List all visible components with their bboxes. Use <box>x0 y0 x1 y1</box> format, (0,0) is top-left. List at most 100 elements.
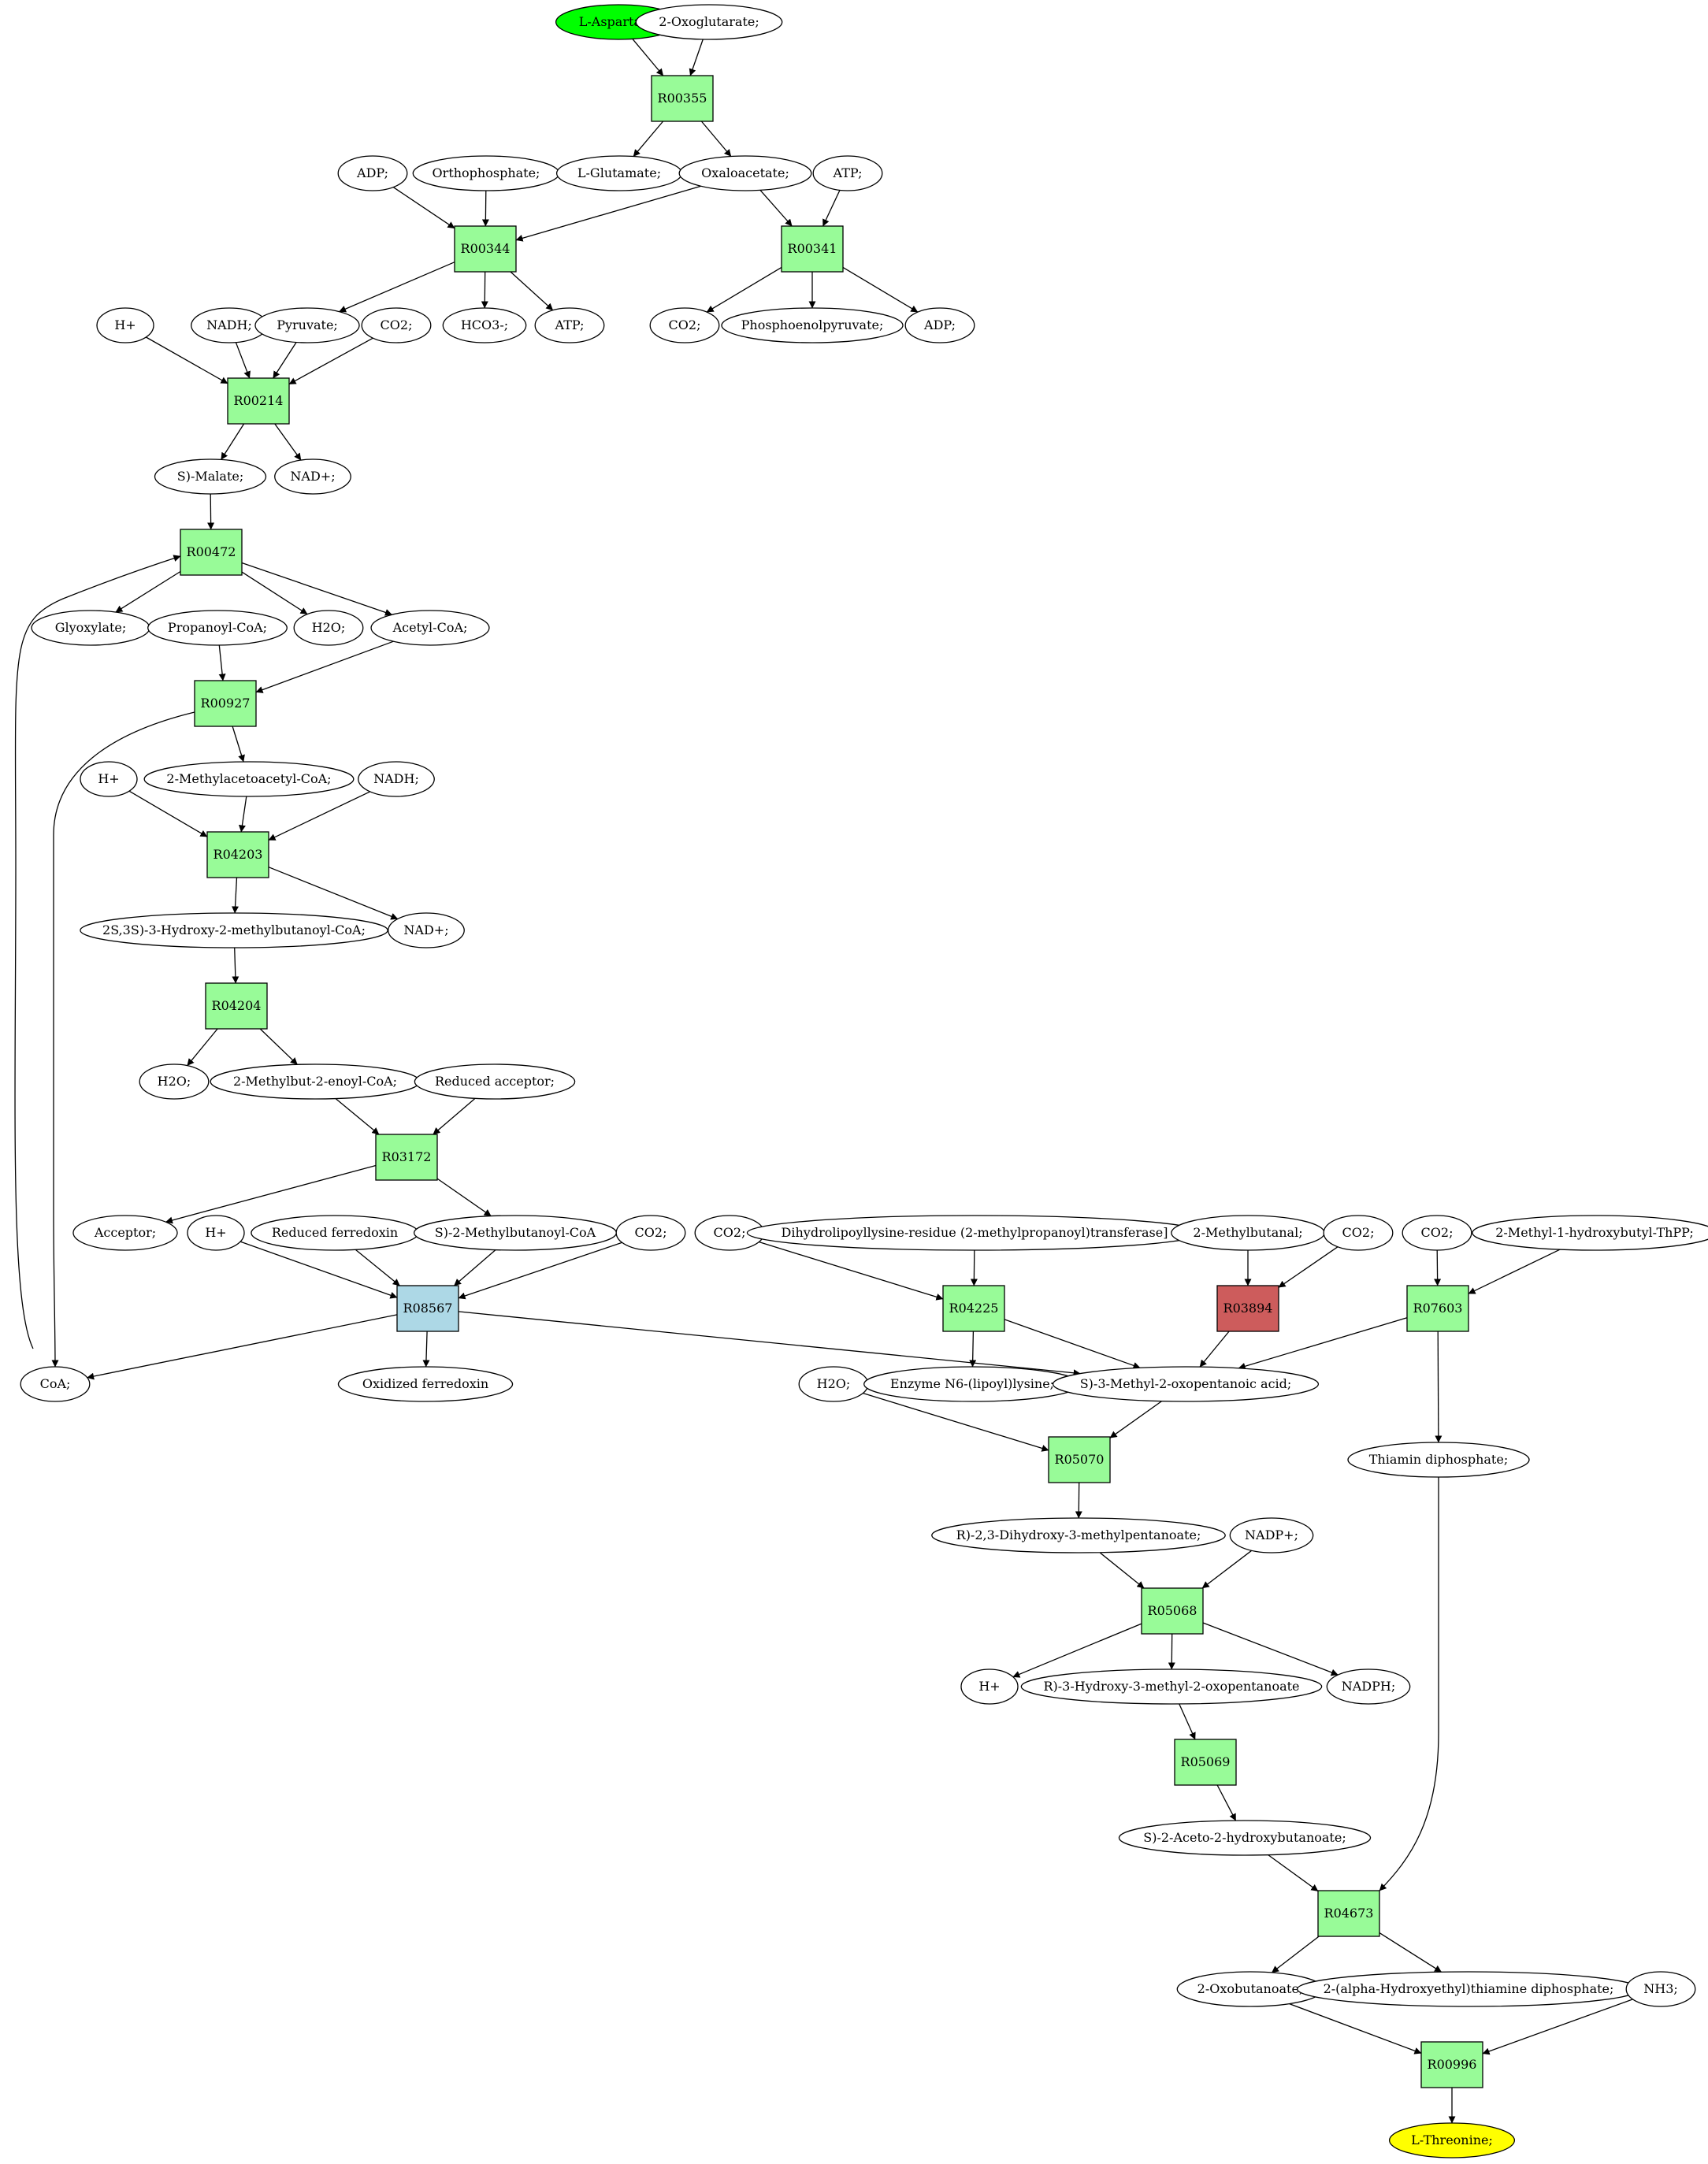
edge-arrow <box>822 190 841 227</box>
compound-ellipse <box>1118 1820 1372 1856</box>
compound-ellipse <box>1323 1215 1394 1251</box>
compound-ellipse <box>96 307 154 343</box>
edge-arrow <box>458 1311 1081 1377</box>
edge-arrow <box>51 711 195 1368</box>
edge-arrow <box>241 571 308 615</box>
compound-node-c-sahb: S)-2-Aceto-2-hydroxybutanoate; <box>1118 1820 1372 1856</box>
reaction-label: R03894 <box>1223 1301 1273 1316</box>
reaction-box <box>651 75 714 122</box>
compound-label: ADP; <box>923 317 956 332</box>
compound-ellipse <box>187 1215 245 1251</box>
edge-arrow <box>700 121 732 157</box>
edge-arrow <box>232 726 245 763</box>
reaction-label: R04203 <box>214 847 263 862</box>
compound-label: NADH; <box>373 771 419 786</box>
edge-arrow <box>232 947 239 984</box>
compound-ellipse <box>1229 1517 1314 1553</box>
compound-label: 2-Methylbutanal; <box>1193 1225 1302 1240</box>
edge-arrow <box>458 1242 622 1300</box>
compound-ellipse <box>1020 1668 1323 1705</box>
compound-label: CO2; <box>669 317 701 332</box>
reaction-box <box>942 1285 1005 1332</box>
compound-label: L-Threonine; <box>1411 2132 1493 2147</box>
edge-arrow <box>241 562 392 616</box>
compound-label: 2-Methylacetoacetyl-CoA; <box>166 771 331 786</box>
reaction-label: R00355 <box>658 91 707 106</box>
reaction-box <box>454 225 517 273</box>
edge-arrow <box>1202 1622 1339 1676</box>
compound-node-c-co2f: CO2; <box>1402 1215 1472 1251</box>
compound-node-c-smop: S)-3-Methyl-2-oxopentanoic acid; <box>1052 1366 1320 1402</box>
compound-label: Acceptor; <box>94 1225 156 1240</box>
compound-node-c-glyox: Glyoxylate; <box>31 610 150 646</box>
compound-node-c-acc: Acceptor; <box>72 1215 178 1251</box>
compound-node-c-atp2: ATP; <box>534 307 605 343</box>
edge-arrow <box>1099 1552 1145 1589</box>
edge-arrow <box>268 791 370 841</box>
edge-arrow <box>128 790 208 837</box>
reaction-label: R07603 <box>1413 1301 1463 1316</box>
compound-ellipse <box>139 1063 210 1100</box>
compound-node-c-mal: S)-Malate; <box>154 458 267 495</box>
compound-node-c-co2c: CO2; <box>615 1215 686 1251</box>
compound-ellipse <box>721 307 904 343</box>
edge-layer <box>14 38 1633 2124</box>
compound-node-c-dlys: Dihydrolipoyllysine-residue (2-methylpro… <box>746 1215 1203 1251</box>
compound-ellipse <box>143 761 355 797</box>
compound-label: NAD+; <box>403 922 448 937</box>
node-layer: L-Aspartate;2-Oxoglutarate;R00355ADP;Ort… <box>20 4 1708 2158</box>
reaction-box <box>1317 1890 1380 1937</box>
compound-ellipse <box>388 912 465 948</box>
compound-label: L-Glutamate; <box>577 165 661 180</box>
reaction-box <box>194 680 257 727</box>
compound-label: ADP; <box>356 165 388 180</box>
compound-node-c-thr: L-Threonine; <box>1388 2122 1516 2158</box>
compound-node-c-2og: 2-Oxoglutarate; <box>635 4 783 40</box>
edge-arrow <box>1268 1854 1319 1892</box>
compound-label: HCO3-; <box>461 317 508 332</box>
compound-ellipse <box>931 1517 1226 1553</box>
compound-label: Reduced acceptor; <box>435 1074 555 1089</box>
compound-node-c-nadh1: NADH; <box>191 307 268 343</box>
edge-arrow <box>759 1241 944 1301</box>
edge-arrow <box>255 640 394 693</box>
compound-label: 2-Methylbut-2-enoyl-CoA; <box>233 1074 397 1089</box>
edge-arrow <box>433 1097 476 1135</box>
reaction-label: R05069 <box>1181 1754 1231 1769</box>
compound-node-c-pep: Phosphoenolpyruvate; <box>721 307 904 343</box>
edge-arrow <box>970 1249 978 1286</box>
compound-node-c-nh3: NH3; <box>1625 1971 1696 2007</box>
compound-ellipse <box>960 1668 1019 1705</box>
edge-arrow <box>436 1178 492 1217</box>
compound-node-c-2ob: 2-Oxobutanoate; <box>1176 1971 1324 2007</box>
reaction-label: R04225 <box>949 1301 999 1316</box>
compound-ellipse <box>337 1366 514 1402</box>
edge-arrow <box>689 39 704 76</box>
reaction-node-r04225: R04225 <box>942 1285 1005 1332</box>
compound-node-c-h2o1: H2O; <box>293 610 364 646</box>
compound-ellipse <box>293 610 364 646</box>
compound-label: 2-Methyl-1-hydroxybutyl-ThPP; <box>1495 1225 1694 1240</box>
reaction-box <box>375 1134 438 1181</box>
compound-node-c-2hetdp: 2-(alpha-Hydroxyethyl)thiamine diphospha… <box>1297 1971 1641 2007</box>
compound-node-c-pyr: Pyruvate; <box>254 307 360 343</box>
compound-ellipse <box>1472 1215 1708 1251</box>
compound-label: ATP; <box>833 165 863 180</box>
compound-label: H+ <box>98 771 119 786</box>
edge-arrow <box>1238 1317 1408 1370</box>
compound-node-c-adp2: ADP; <box>904 307 975 343</box>
compound-ellipse <box>154 458 267 495</box>
compound-ellipse <box>635 4 783 40</box>
edge-arrow <box>1109 1401 1162 1438</box>
compound-label: S)-3-Methyl-2-oxopentanoic acid; <box>1080 1376 1292 1391</box>
compound-label: S)-Malate; <box>177 469 243 484</box>
edge-arrow <box>187 1028 218 1067</box>
compound-label: CO2; <box>635 1225 667 1240</box>
reaction-label: R04204 <box>212 998 262 1013</box>
compound-node-c-nad2: NAD+; <box>388 912 465 948</box>
compound-node-c-h4: H+ <box>960 1668 1019 1705</box>
edge-arrow <box>1379 1477 1439 1891</box>
reaction-node-r00996: R00996 <box>1420 2041 1483 2088</box>
edge-arrow <box>232 877 239 914</box>
compound-label: Propanoyl-CoA; <box>168 620 267 635</box>
